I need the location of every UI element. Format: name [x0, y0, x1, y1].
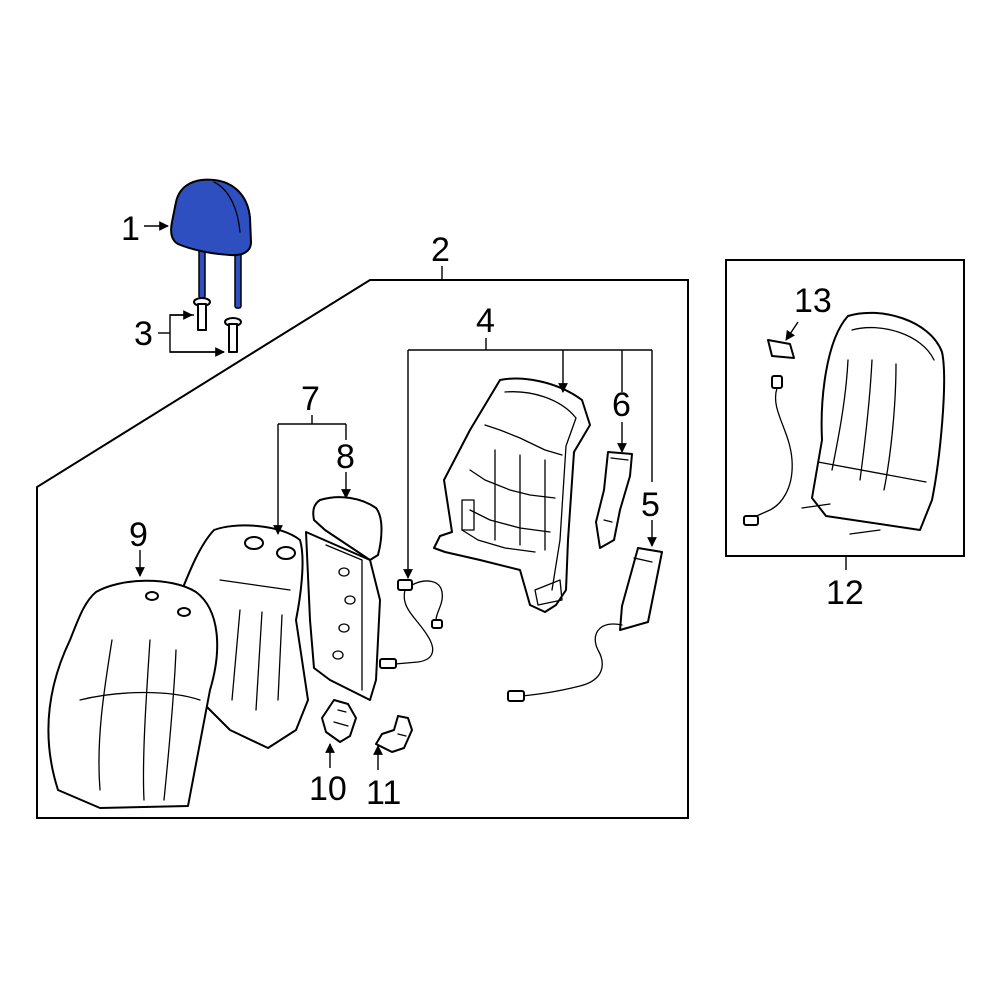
seat-back-wire-harness[interactable] — [379, 579, 443, 669]
callout-1-label: 1 — [121, 210, 140, 248]
module-13[interactable] — [743, 339, 795, 526]
headrest-guide-sleeves[interactable] — [193, 297, 242, 353]
callout-12-label: 12 — [826, 574, 864, 612]
callout-13-label: 13 — [794, 282, 832, 320]
clip-10[interactable] — [321, 699, 357, 743]
clip-11[interactable] — [375, 715, 413, 753]
callout-8-label: 8 — [336, 438, 355, 476]
callout-4-leader — [403, 338, 653, 579]
callout-3-leader — [158, 310, 225, 357]
callout-5-label: 5 — [641, 486, 660, 524]
callout-9-label: 9 — [129, 516, 148, 554]
callout-2-label: 2 — [431, 231, 450, 269]
seat-back-panel[interactable] — [801, 311, 946, 535]
callout-3-label: 3 — [134, 315, 153, 353]
callout-7-leader — [273, 415, 347, 535]
side-bracket[interactable] — [595, 451, 633, 549]
back-cushion-pad[interactable] — [179, 524, 309, 749]
callout-7-label: 7 — [301, 380, 320, 418]
callout-6-label: 6 — [612, 386, 631, 424]
side-airbag[interactable] — [507, 547, 663, 702]
seat-back-cover[interactable] — [47, 579, 219, 809]
seat-back-assembly-box — [36, 279, 689, 819]
back-pad[interactable] — [305, 496, 383, 701]
callout-4-label: 4 — [476, 302, 495, 340]
callout-10-label: 10 — [309, 770, 347, 808]
callout-11-label: 11 — [366, 774, 401, 812]
callout-13-arrow — [785, 321, 799, 341]
headrest-part[interactable] — [170, 178, 252, 309]
seat-back-frame[interactable] — [433, 377, 591, 613]
seat-back-panel-box — [725, 259, 965, 557]
